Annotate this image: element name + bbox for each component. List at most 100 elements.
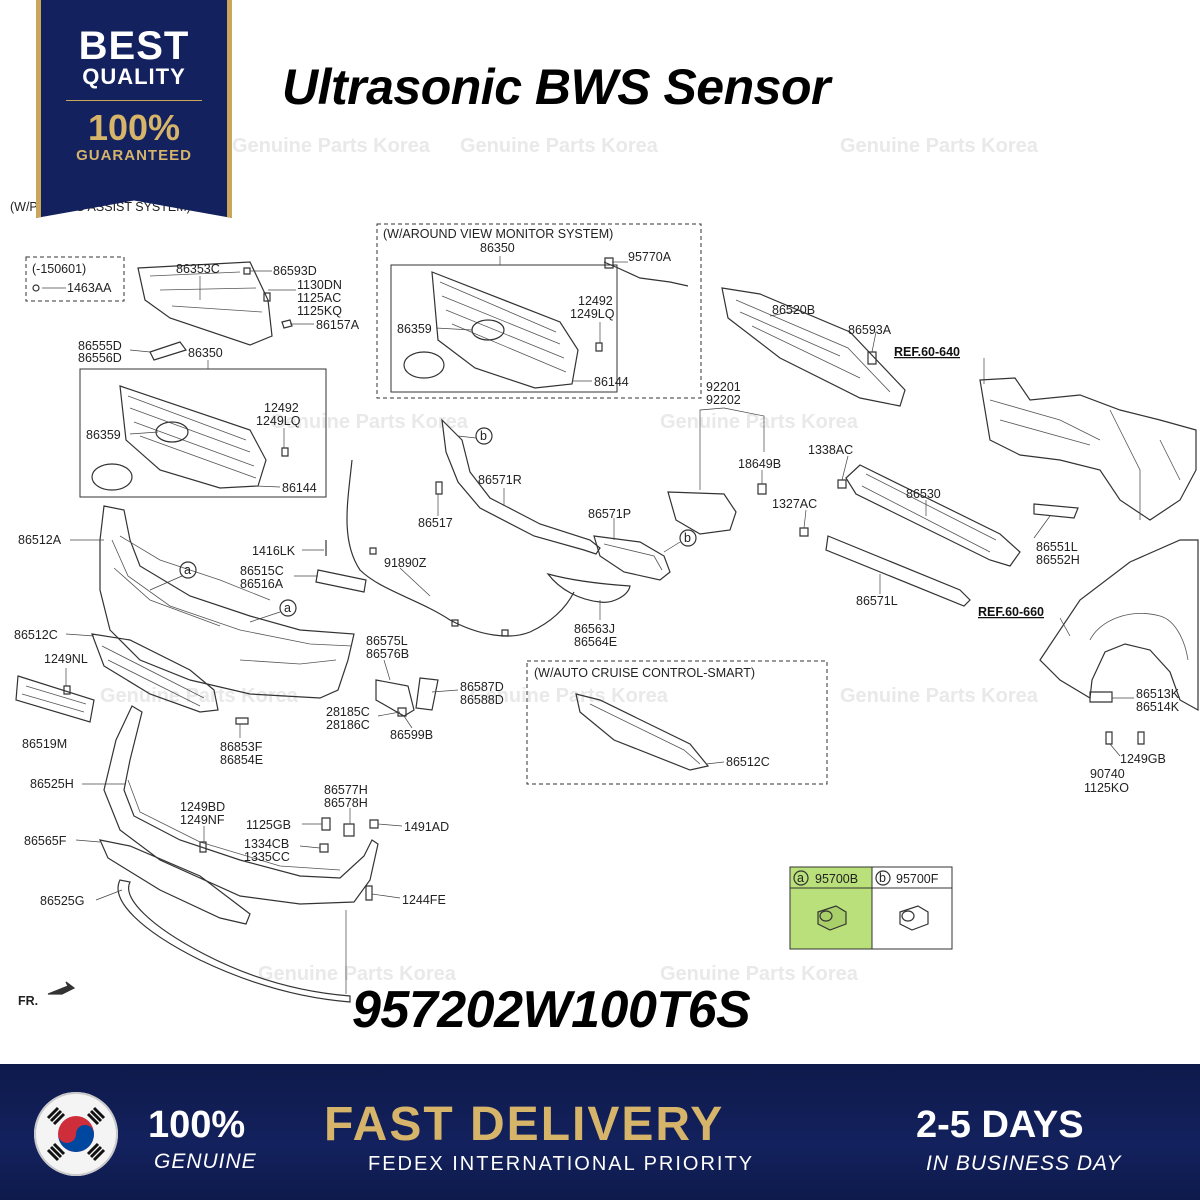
part-label: 86577H [324, 783, 368, 797]
ref-label: REF.60-640 [894, 345, 960, 359]
sensor-a-part: 95700B [815, 872, 858, 886]
part-label: 12492 [578, 294, 613, 308]
fast-delivery-heading: FAST DELIVERY [324, 1098, 725, 1151]
part-label: 86353C [176, 262, 220, 276]
part-label: 86144 [282, 481, 317, 495]
business-day-label: IN BUSINESS DAY [926, 1152, 1122, 1175]
part-label: 86520B [772, 303, 815, 317]
part-label: 1491AD [404, 820, 449, 834]
part-label: 86599B [390, 728, 433, 742]
watermark: Genuine Parts Korea [270, 411, 469, 433]
part-label: 86571P [588, 507, 631, 521]
best-quality-badge: BEST QUALITY 100% GUARANTEED [36, 0, 232, 218]
part-label: 86516A [240, 577, 284, 591]
badge-quality: QUALITY [82, 64, 186, 89]
callout-b: b [684, 531, 691, 545]
part-label: 92202 [706, 393, 741, 407]
part-label: 86564E [574, 635, 617, 649]
part-labels: 1463AA 86353C 86593D 1130DN 1125AC 1125K… [14, 241, 1180, 1008]
part-label: 86514K [1136, 700, 1180, 714]
part-label: 86512C [726, 755, 770, 769]
delivery-days: 2-5 DAYS [916, 1104, 1084, 1146]
front-indicator: FR. [18, 994, 38, 1008]
part-label: 86563J [574, 622, 615, 636]
part-label: 86853F [220, 740, 263, 754]
watermark: Genuine Parts Korea [660, 963, 859, 985]
watermark: Genuine Parts Korea [232, 135, 431, 157]
part-label: 1249LQ [570, 307, 615, 321]
watermark: Genuine Parts Korea [840, 135, 1039, 157]
part-label: 1125KO [1084, 781, 1129, 795]
part-number: 957202W100T6S [352, 981, 751, 1039]
watermarks: Genuine Parts Korea Genuine Parts Korea … [100, 135, 1039, 985]
part-label: 86512A [18, 533, 62, 547]
watermark: Genuine Parts Korea [258, 963, 457, 985]
part-label: 1249NF [180, 813, 225, 827]
part-label: 18649B [738, 457, 781, 471]
badge-divider [66, 100, 202, 101]
part-label: 1327AC [772, 497, 817, 511]
sensor-b-part: 95700F [896, 872, 939, 886]
early-note-label: (-150601) [32, 262, 86, 276]
part-label: 90740 [1090, 767, 1125, 781]
part-label: 86588D [460, 693, 504, 707]
part-label: 1130DN [297, 278, 342, 292]
part-label: 86551L [1036, 540, 1078, 554]
part-label: 86519M [22, 737, 67, 751]
part-label: 86359 [397, 322, 432, 336]
sensor-b-icon [899, 905, 929, 931]
part-label: 86593D [273, 264, 317, 278]
part-label: 86525H [30, 777, 74, 791]
footer-banner: 100% GENUINE FAST DELIVERY FEDEX INTERNA… [0, 1064, 1200, 1200]
part-label: 1338AC [808, 443, 853, 457]
part-label: 86578H [324, 796, 368, 810]
genuine-label: GENUINE [154, 1150, 257, 1173]
watermark: Genuine Parts Korea [460, 135, 659, 157]
badge-percent: 100% [87, 107, 181, 148]
part-label: 86513K [1136, 687, 1180, 701]
part-label: 86515C [240, 564, 284, 578]
part-label: 86576B [366, 647, 409, 661]
part-label: 1334CB [244, 837, 289, 851]
part-label: 86587D [460, 680, 504, 694]
part-label: 86575L [366, 634, 408, 648]
part-label: 86556D [78, 351, 122, 365]
part-label: 86512C [14, 628, 58, 642]
part-label: 1125AC [297, 291, 341, 305]
watermark: Genuine Parts Korea [470, 685, 669, 707]
shipping-method: FEDEX INTERNATIONAL PRIORITY [368, 1153, 755, 1175]
leader-lines [42, 256, 1134, 994]
part-label: 86593A [848, 323, 892, 337]
genuine-percent: 100% [148, 1104, 246, 1146]
sensor-a-code: a [797, 871, 804, 885]
part-label: 91890Z [384, 556, 427, 570]
part-label: 86571R [478, 473, 522, 487]
cruise-label: (W/AUTO CRUISE CONTROL-SMART) [534, 666, 755, 680]
part-label: 1244FE [402, 893, 446, 907]
part-label: 28185C [326, 705, 370, 719]
part-label: 1335CC [244, 850, 290, 864]
sensor-b-code: b [879, 871, 886, 885]
badge-guaranteed: GUARANTEED [76, 147, 192, 164]
sensor-table: a 95700B b 95700F [789, 866, 953, 950]
part-label: 86144 [594, 375, 629, 389]
part-label: 86530 [906, 487, 941, 501]
part-label: 1125KQ [297, 304, 342, 318]
part-label: 86552H [1036, 553, 1080, 567]
watermark: Genuine Parts Korea [840, 685, 1039, 707]
part-label: 86571L [856, 594, 898, 608]
page-title: Ultrasonic BWS Sensor [282, 59, 830, 115]
part-label: 28186C [326, 718, 370, 732]
grille-box [79, 368, 327, 498]
part-label: 1249BD [180, 800, 225, 814]
part-label: 86555D [78, 339, 122, 353]
cruise-box [526, 660, 828, 785]
callouts: a a b b [149, 427, 697, 623]
callout-a: a [184, 563, 191, 577]
part-label: 86350 [480, 241, 515, 255]
part-label: 92201 [706, 380, 741, 394]
part-label: 1249NL [44, 652, 88, 666]
part-label: 86565F [24, 834, 67, 848]
part-label: 1416LK [252, 544, 296, 558]
